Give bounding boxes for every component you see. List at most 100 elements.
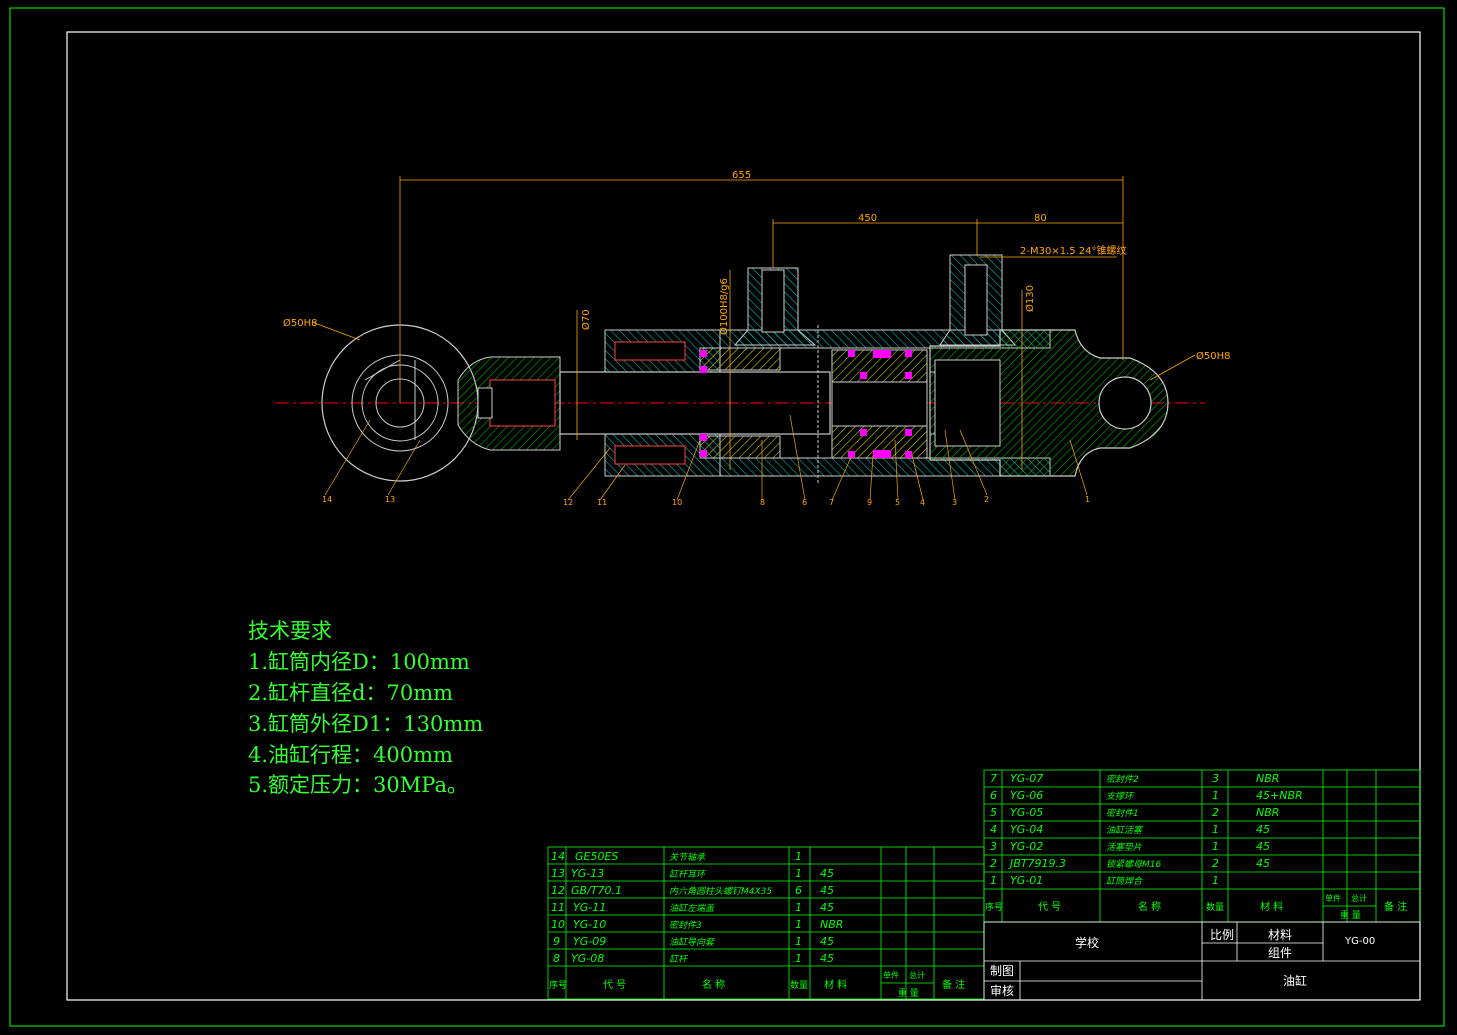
bom-right-name: 密封件1 [1106, 808, 1139, 819]
balloon: 12 [563, 498, 573, 507]
requirement-item: 4.油缸行程：400mm [248, 743, 453, 767]
requirement-item: 1.缸筒内径D：100mm [248, 650, 470, 674]
bom-right-header-unit: 单件 [1325, 893, 1341, 903]
bom-table-right [983, 769, 1421, 923]
bom-right-no: 7 [990, 772, 997, 785]
bom-left-code: YG-11 [573, 901, 606, 914]
bom-left-no: 12 [551, 884, 565, 897]
bom-right-code: JBT7919.3 [1008, 857, 1066, 870]
bom-right-qty: 1 [1212, 840, 1219, 853]
bom-right-qty: 1 [1212, 789, 1219, 802]
bom-right-mat: NBR [1256, 806, 1279, 819]
drawing-number: YG-00 [1344, 936, 1375, 947]
bom-left-no: 8 [553, 952, 560, 965]
bom-left-mat: 45 [820, 952, 834, 965]
cylinder-drawing: 655 450 80 2-M30×1.5 24°锥螺纹 Ø100H8/g6 Ø7… [275, 170, 1230, 507]
bom-right-header: 序号 代 号 名 称 数量 材 料 单件 总计 重 量 备 注 [985, 893, 1407, 921]
bom-right-header-no: 序号 [985, 901, 1003, 913]
bom-left-no: 13 [551, 867, 565, 880]
school-label: 学校 [1075, 935, 1099, 950]
bom-left-name: 油缸左端盖 [669, 903, 715, 914]
bom-left-header: 序号 代 号 名 称 数量 材 料 单件 总计 重 量 备 注 [549, 970, 965, 999]
bom-left-mat: 45 [820, 901, 834, 914]
bom-right-text: 7 YG-07 密封件2 3 NBR 6 YG-06 支撑环 1 45+NBR … [990, 772, 1303, 887]
bom-right-no: 2 [990, 857, 997, 870]
piston [831, 349, 928, 459]
bom-left-header-qty: 数量 [790, 979, 808, 991]
bom-left-header-no: 序号 [549, 979, 567, 991]
requirement-item: 5.额定压力：30MPa。 [248, 773, 468, 797]
rod-eye-left [321, 324, 561, 482]
bom-left-name: 密封件3 [669, 920, 702, 931]
balloon: 7 [829, 498, 834, 507]
bom-right-code: YG-07 [1010, 772, 1043, 785]
bom-left-code: YG-13 [571, 867, 604, 880]
bom-right-no: 3 [990, 840, 997, 853]
bom-left-mat: 45 [820, 884, 834, 897]
bom-left-name: 内六角圆柱头螺钉M4X35 [669, 886, 772, 897]
bom-right-code: YG-06 [1010, 789, 1043, 802]
bom-left-no: 9 [553, 935, 560, 948]
part-name: 油缸 [1283, 973, 1307, 988]
bom-left-code: GE50ES [575, 850, 618, 863]
bom-right-code: YG-01 [1010, 874, 1043, 887]
dim-bore: Ø100H8/g6 [718, 278, 730, 335]
bom-left-name: 缸杆 [669, 954, 689, 965]
bom-left-qty: 1 [795, 918, 802, 931]
bom-left-text: 14 GE50ES 关节轴承 1 13 YG-13 缸杆耳环 1 45 12 G… [551, 850, 843, 965]
bom-right-name: 锁紧螺母M16 [1106, 859, 1161, 870]
bom-right-no: 5 [990, 806, 997, 819]
bom-right-mat: 45 [1256, 840, 1270, 853]
bom-right-mat: 45+NBR [1256, 789, 1303, 802]
bom-right-name: 活塞垫片 [1106, 842, 1143, 853]
bom-left-name: 油缸导向套 [669, 937, 716, 948]
bom-right-mat: 45 [1256, 823, 1270, 836]
bom-right-header-remark: 备 注 [1384, 900, 1407, 913]
bom-right-code: YG-04 [1010, 823, 1043, 836]
requirement-item: 2.缸杆直径d：70mm [248, 681, 454, 705]
bom-right-header-total: 总计 [1351, 893, 1367, 903]
bom-right-header-mat: 材 料 [1260, 900, 1283, 913]
dim-thread-note: 2-M30×1.5 24°锥螺纹 [1020, 244, 1127, 257]
bom-right-no: 1 [990, 874, 997, 887]
requirement-item: 3.缸筒外径D1：130mm [248, 712, 484, 736]
bom-right-code: YG-05 [1010, 806, 1043, 819]
balloon: 6 [802, 498, 807, 507]
bom-right-no: 4 [990, 823, 997, 836]
outer-frame [9, 7, 1445, 1027]
dim-ports: 450 [858, 213, 877, 224]
assembly-label: 组件 [1268, 946, 1292, 960]
bom-left-code: GB/T70.1 [571, 884, 622, 897]
balloon: 10 [672, 498, 682, 507]
bom-left-qty: 1 [795, 850, 802, 863]
rear-clevis [929, 329, 1169, 477]
bom-left-qty: 1 [795, 867, 802, 880]
dim-pin-right: Ø50H8 [1196, 350, 1230, 362]
title-block [983, 921, 1421, 1001]
bom-left-header-remark: 备 注 [942, 978, 965, 991]
bom-right-mat: 45 [1256, 857, 1270, 870]
bom-left-header-total: 总计 [909, 970, 925, 980]
bom-right-header-weight: 重 量 [1340, 909, 1361, 921]
bom-right-name: 缸筒焊合 [1106, 876, 1143, 887]
dim-pin-left: Ø50H8 [283, 317, 317, 329]
bom-right-qty: 3 [1212, 772, 1219, 785]
bom-left-no: 10 [551, 918, 565, 931]
bom-right-qty: 2 [1212, 806, 1219, 819]
balloon: 8 [760, 498, 765, 507]
bom-right-mat: NBR [1256, 772, 1279, 785]
balloon: 4 [920, 498, 925, 507]
bom-right-code: YG-02 [1010, 840, 1043, 853]
bom-right-header-qty: 数量 [1206, 901, 1224, 913]
balloon: 2 [984, 495, 989, 504]
bom-left-qty: 1 [795, 935, 802, 948]
bom-right-qty: 2 [1212, 857, 1219, 870]
balloon: 1 [1085, 495, 1090, 504]
scale-label: 比例 [1210, 928, 1234, 942]
cylinder-barrel [719, 254, 1051, 485]
bom-left-header-name: 名 称 [702, 978, 725, 991]
drawn-label: 制图 [990, 964, 1014, 978]
requirements-title: 技术要求 [248, 619, 332, 643]
bom-left-qty: 6 [795, 884, 802, 897]
